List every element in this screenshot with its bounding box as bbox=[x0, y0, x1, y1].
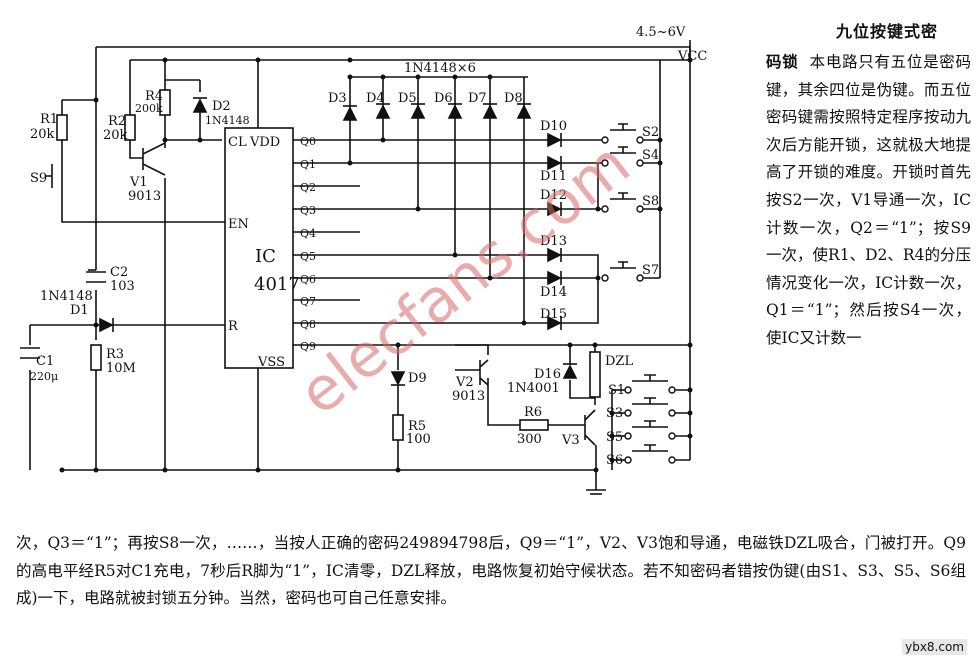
s9-label: S9 bbox=[30, 171, 47, 186]
r2-label: R2 bbox=[108, 114, 126, 129]
pin-cl: CL bbox=[228, 135, 247, 150]
d4-label: D4 bbox=[366, 91, 385, 106]
r1-resistor bbox=[56, 114, 68, 141]
d12-label: D12 bbox=[540, 188, 567, 203]
r5-value: 100 bbox=[406, 432, 431, 447]
pin-q3: Q3 bbox=[300, 204, 316, 217]
s4-label: S4 bbox=[642, 148, 659, 163]
dzl-label: DZL bbox=[605, 354, 633, 369]
d2-type: 1N4148 bbox=[205, 114, 250, 127]
pin-vss: VSS bbox=[257, 355, 285, 370]
r6-label: R6 bbox=[524, 405, 542, 420]
article-title: 九位按键式密 bbox=[836, 22, 939, 41]
v1-label: V1 bbox=[129, 175, 148, 190]
d15-label: D15 bbox=[540, 307, 567, 322]
d1-type: 1N4148 bbox=[40, 289, 93, 304]
d13-label: D13 bbox=[540, 234, 567, 249]
pin-q1: Q1 bbox=[300, 158, 316, 171]
vcc-label: VCC bbox=[677, 49, 707, 64]
r6-value: 300 bbox=[517, 432, 542, 447]
site-tag: ybx8.com bbox=[902, 639, 967, 655]
pin-q5: Q5 bbox=[300, 250, 316, 263]
d10-label: D10 bbox=[540, 119, 567, 134]
pin-q7: Q7 bbox=[300, 295, 316, 308]
d7-label: D7 bbox=[468, 91, 487, 106]
c1-label: C1 bbox=[36, 354, 54, 369]
pin-vdd: VDD bbox=[249, 135, 280, 150]
dzl-coil bbox=[589, 351, 601, 398]
r2-value: 20k bbox=[103, 128, 128, 143]
s2-label: S2 bbox=[642, 125, 659, 140]
s7-label: S7 bbox=[642, 263, 659, 278]
v1-type: 9013 bbox=[128, 189, 161, 204]
circuit-schematic: 4.5~6V VCC 1N4148×6 R1 20k R2 20k R4 200… bbox=[20, 25, 707, 495]
r4-label: R4 bbox=[145, 89, 163, 104]
r4-value: 200k bbox=[135, 102, 163, 115]
ic-label: IC bbox=[255, 246, 276, 267]
c1-value: 220μ bbox=[30, 370, 58, 383]
side-paragraph: 码锁 本电路只有五位是密码键，其余四位是伪键。而五位密码键需按照特定程序按动九次… bbox=[766, 48, 971, 353]
pin-q8: Q8 bbox=[300, 318, 316, 331]
d1-label: D1 bbox=[70, 303, 89, 318]
r3-value: 10M bbox=[106, 361, 136, 376]
pin-en: EN bbox=[228, 217, 249, 232]
d14-label: D14 bbox=[540, 285, 567, 300]
side-paragraph-body: 本电路只有五位是密码键，其余四位是伪键。而五位密码键需按照特定程序按动九次后方能… bbox=[766, 53, 971, 347]
diode-array-label: 1N4148×6 bbox=[404, 61, 476, 76]
pin-q2: Q2 bbox=[300, 181, 316, 194]
s1-label: S1 bbox=[608, 383, 625, 398]
d16-label: D16 bbox=[534, 367, 561, 382]
d3-label: D3 bbox=[328, 91, 347, 106]
v2-type: 9013 bbox=[452, 389, 485, 404]
pin-q9: Q9 bbox=[300, 340, 316, 353]
r6-resistor bbox=[519, 419, 549, 431]
v3-label: V3 bbox=[561, 433, 580, 448]
r2-resistor bbox=[124, 114, 136, 141]
v2-label: V2 bbox=[455, 375, 474, 390]
s5-label: S5 bbox=[606, 430, 623, 445]
vcc-voltage-label: 4.5~6V bbox=[636, 25, 686, 40]
d9-label: D9 bbox=[408, 371, 427, 386]
pin-r: R bbox=[228, 319, 239, 334]
pin-q4: Q4 bbox=[300, 227, 316, 240]
c2-label: C2 bbox=[110, 265, 128, 280]
s3-label: S3 bbox=[606, 406, 623, 421]
d8-label: D8 bbox=[504, 91, 523, 106]
r5-resistor bbox=[392, 414, 404, 441]
d16-type: 1N4001 bbox=[507, 381, 560, 396]
pin-q0: Q0 bbox=[300, 135, 316, 148]
ic-part: 4017 bbox=[254, 274, 300, 295]
r1-label: R1 bbox=[40, 112, 58, 127]
c2-value: 103 bbox=[110, 279, 135, 294]
r1-value: 20k bbox=[30, 127, 55, 142]
s6-label: S6 bbox=[606, 453, 623, 468]
d6-label: D6 bbox=[434, 91, 453, 106]
r5-label: R5 bbox=[408, 419, 426, 434]
pin-q6: Q6 bbox=[300, 273, 316, 286]
r4-resistor bbox=[159, 89, 171, 116]
bottom-paragraph: 次，Q3＝“1”；再按S8一次，……，当按人正确的密码249894798后，Q9… bbox=[16, 534, 966, 607]
r3-resistor bbox=[90, 344, 102, 371]
d2-label: D2 bbox=[212, 99, 231, 114]
d5-label: D5 bbox=[398, 91, 417, 106]
s8-label: S8 bbox=[642, 194, 659, 209]
d11-label: D11 bbox=[540, 169, 567, 184]
article-title-cont: 码锁 bbox=[766, 52, 799, 71]
r3-label: R3 bbox=[106, 347, 124, 362]
